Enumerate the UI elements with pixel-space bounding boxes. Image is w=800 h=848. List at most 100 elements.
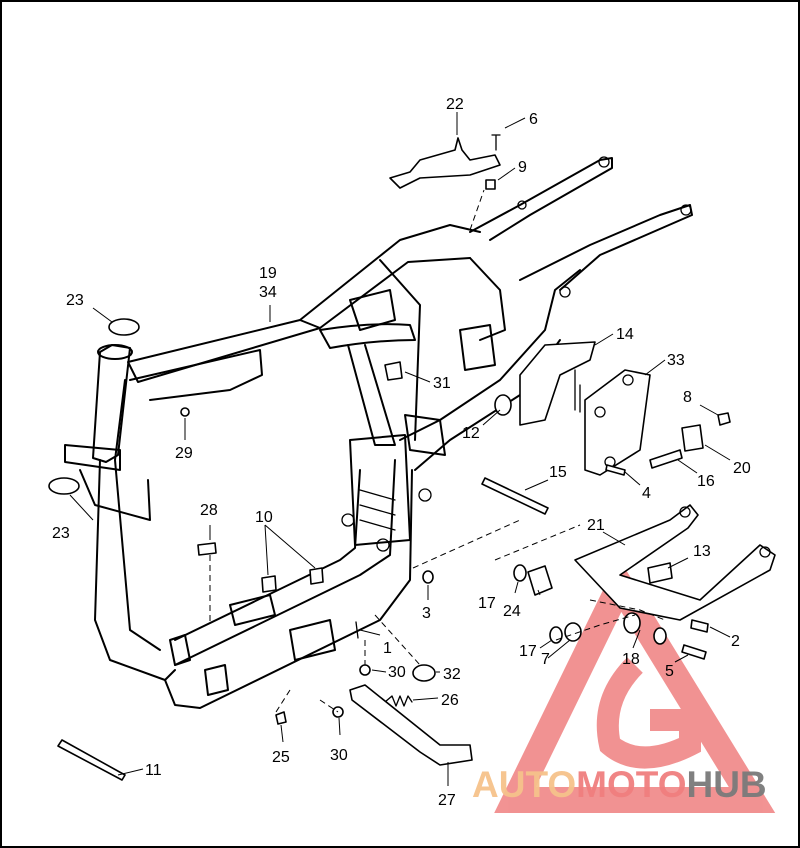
part-28-pad	[197, 542, 217, 556]
part-6-screw	[491, 134, 501, 151]
watermark-logo	[494, 558, 776, 813]
seat-post-right	[469, 257, 506, 341]
swingarm-pivot-hole	[679, 506, 691, 518]
part-26-spring	[384, 695, 413, 707]
plate-ribs	[359, 489, 396, 531]
assembly-lines	[209, 189, 666, 713]
part-15-pivot-shaft	[481, 477, 549, 515]
watermark-triangle	[494, 558, 776, 813]
rear-fender-rail-right	[519, 204, 693, 291]
leader-lines	[69, 112, 731, 786]
steering-head	[92, 344, 131, 463]
callout-15: 15	[549, 464, 567, 481]
callout-24: 24	[503, 603, 521, 620]
part-23-bearing-upper	[108, 318, 140, 336]
crossover-tube	[319, 323, 416, 349]
kickstand-mount	[289, 619, 336, 661]
callout-30-lower: 30	[330, 747, 348, 764]
part-18-race	[653, 627, 667, 645]
pivot-hole	[418, 488, 432, 502]
callout-4: 4	[642, 485, 651, 502]
watermark-auto: AUTOMOTOHUB	[472, 764, 767, 805]
callout-33: 33	[667, 352, 685, 369]
part-33-hole-2	[622, 374, 634, 386]
part-12-washer	[494, 394, 512, 416]
top-gusset	[349, 289, 396, 331]
part-1-pin	[355, 621, 359, 639]
callout-22: 22	[446, 96, 464, 113]
lower-bracket	[204, 664, 229, 696]
callout-12: 12	[462, 425, 480, 442]
swingarm-mount-plate	[349, 434, 411, 546]
steering-head-top	[97, 344, 133, 360]
callout-9: 9	[518, 159, 527, 176]
downtube-front-outer	[94, 459, 176, 681]
part-11-cable-strap	[57, 739, 126, 781]
seat-post-left	[347, 344, 396, 446]
part-8-nut	[717, 412, 731, 426]
callout-21: 21	[587, 517, 605, 534]
callout-13: 13	[693, 543, 711, 560]
part-32-bumper	[412, 664, 436, 682]
part-21-swingarm	[574, 504, 776, 621]
part-20-clip-nut	[681, 424, 704, 452]
downtube-front-inner	[114, 379, 161, 651]
callout-18: 18	[622, 651, 640, 668]
part-23-bearing-lower	[48, 477, 80, 495]
callout-28: 28	[200, 502, 218, 519]
part-3-plug	[422, 570, 434, 584]
callout-23-upper: 23	[66, 292, 84, 309]
callout-26: 26	[441, 692, 459, 709]
callout-7: 7	[541, 651, 550, 668]
callout-8: 8	[683, 389, 692, 406]
crossmember-mount	[229, 594, 276, 626]
callout-31: 31	[433, 375, 451, 392]
part-9-nut	[485, 179, 496, 190]
part-24-bushing	[527, 565, 553, 596]
callout-32: 32	[443, 666, 461, 683]
battery-mount-plate	[459, 324, 496, 371]
watermark-g-mark	[596, 657, 701, 769]
callout-30-upper: 30	[388, 664, 406, 681]
callout-16: 16	[697, 473, 715, 490]
lower-rail-left	[164, 469, 413, 709]
part-27-kickstand	[349, 684, 473, 766]
part-33-hole-1	[594, 406, 606, 418]
callout-6: 6	[529, 111, 538, 128]
callout-2: 2	[731, 633, 740, 650]
fender-rail-hole-3	[517, 200, 527, 210]
fender-rail-hole-2	[680, 204, 692, 216]
motorcycle-frame	[64, 156, 693, 709]
part-2-bolt	[690, 619, 709, 633]
fender-rail-hole-1	[598, 156, 610, 168]
part-5-bolt	[681, 644, 707, 660]
callout-34: 34	[259, 284, 277, 301]
backbone-tube	[127, 319, 321, 383]
callout-17-upper: 17	[478, 595, 496, 612]
callout-19: 19	[259, 265, 277, 282]
part-29-nut	[180, 407, 190, 417]
callout-3: 3	[422, 605, 431, 622]
backbone-upper	[299, 224, 481, 321]
part-13-label	[647, 562, 673, 584]
part-22-bracket	[389, 137, 501, 189]
part-25-pivot-pin	[275, 711, 287, 725]
rear-section-lower	[399, 269, 581, 441]
lower-rail-inner	[174, 469, 361, 641]
part-7-spacer	[564, 622, 582, 642]
callout-29: 29	[175, 445, 193, 462]
part-33-cover	[584, 369, 651, 476]
part-10-clip-left	[261, 575, 277, 593]
front-gusset	[79, 469, 151, 521]
part-31-grommet	[384, 361, 403, 381]
swingarm-axle-hole	[759, 546, 771, 558]
front-peg-mount	[169, 634, 191, 666]
part-30-nut-upper	[359, 664, 371, 676]
part-10-clip-right	[309, 567, 324, 585]
watermark-hub: HUB	[686, 764, 766, 805]
plate-hole-1	[341, 513, 355, 527]
callout-5: 5	[665, 663, 674, 680]
callout-10: 10	[255, 509, 273, 526]
